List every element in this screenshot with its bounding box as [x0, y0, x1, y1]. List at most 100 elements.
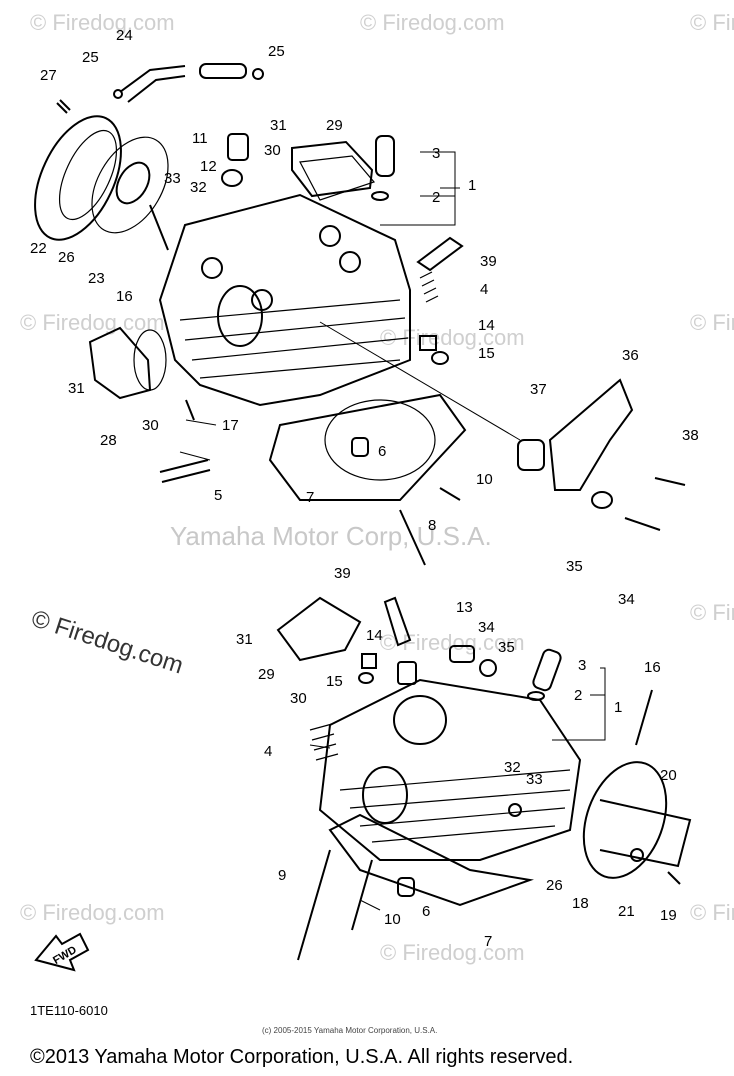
exhaust-port [362, 766, 408, 824]
bolt [630, 848, 644, 862]
side-cover [582, 761, 668, 879]
cover-bracket [599, 799, 692, 868]
callout: 11 [192, 130, 208, 147]
callout: 27 [40, 67, 57, 84]
dowel [397, 877, 415, 897]
watermark-tile: © Firedog.com [20, 310, 165, 335]
callout: 1 [614, 699, 622, 716]
oil-pipe [159, 459, 211, 483]
callout: 19 [660, 907, 677, 924]
callout: 20 [660, 767, 677, 784]
leader [359, 899, 381, 911]
stud [297, 849, 331, 961]
callout: 29 [326, 117, 343, 134]
callout: 8 [428, 517, 436, 534]
watermark-center: Yamaha Motor Corp, U.S.A. [170, 521, 492, 551]
cylinder-gasket [328, 813, 534, 907]
callout: 31 [68, 380, 85, 397]
callout: 34 [478, 619, 495, 636]
callout: 30 [264, 142, 281, 159]
fwd-label: FWD [51, 944, 79, 967]
valve-cap [291, 140, 374, 198]
watermark-tile: © Firedog.com [690, 10, 734, 35]
callout: 1 [468, 177, 476, 194]
breather-hose [119, 65, 186, 103]
callout: 28 [100, 432, 117, 449]
washer [221, 169, 243, 187]
callout: 30 [290, 690, 307, 707]
callout: 6 [378, 443, 386, 460]
top-assembly [34, 63, 686, 566]
leader [319, 321, 521, 441]
leader [309, 744, 331, 749]
watermark-tile: © Firedog.com [690, 900, 734, 925]
leader [179, 419, 217, 461]
callout: 14 [478, 317, 495, 334]
callout: 2 [574, 687, 582, 704]
callout: 35 [566, 558, 583, 575]
washer [431, 351, 449, 365]
callout: 36 [622, 347, 639, 364]
callout: 9 [278, 867, 286, 884]
watermark-tile: © Firedog.com [380, 940, 525, 965]
callout: 32 [504, 759, 521, 776]
hose-clip [252, 68, 264, 80]
callout: 3 [578, 657, 586, 674]
cylinder-head [318, 678, 582, 861]
stud [635, 689, 653, 746]
callout: 23 [88, 270, 105, 287]
watermark-tile: © Firedog.com [380, 325, 525, 350]
valve-cap [276, 596, 362, 662]
stud [399, 487, 461, 566]
watermark-tile: © Firedog.com [690, 310, 734, 335]
cooling-fins [179, 299, 409, 379]
side-cover [34, 115, 122, 241]
bolt [667, 871, 681, 885]
callout: 14 [366, 627, 383, 644]
intake-port [393, 695, 447, 745]
spring [419, 271, 439, 303]
tappet-gasket [133, 329, 167, 391]
valve-guide [375, 135, 395, 177]
nut [361, 653, 377, 669]
callout: 25 [82, 49, 99, 66]
spark-plug [416, 236, 464, 272]
dowel [351, 437, 369, 457]
hose-clip [113, 89, 123, 99]
clip [371, 191, 389, 201]
callout: 22 [30, 240, 47, 257]
plug [227, 133, 249, 161]
bolt-hole [508, 803, 522, 817]
cooling-fins [339, 769, 571, 843]
spark-plug [383, 596, 412, 647]
washer [358, 672, 374, 684]
callout: 30 [142, 417, 159, 434]
cylinder-head [158, 193, 411, 407]
bolt [654, 477, 686, 486]
callout: 15 [478, 345, 495, 362]
stud [149, 204, 169, 251]
callouts-bottom: 39 13 31 34 14 35 3 29 30 15 16 2 1 4 32… [236, 565, 677, 950]
callout: 4 [264, 743, 272, 760]
valve-guide [532, 648, 562, 692]
watermark-tile: © Firedog.com [690, 600, 734, 625]
hose-sleeve [199, 63, 247, 79]
callout: 38 [682, 427, 699, 444]
watermark-side: © Firedog.com [28, 605, 186, 679]
callout: 4 [480, 281, 488, 298]
engine-bracket [548, 378, 634, 491]
small-copyright: (c) 2005-2015 Yamaha Motor Corporation, … [262, 1026, 438, 1035]
callout: 15 [326, 673, 343, 690]
callout: 35 [498, 639, 515, 656]
bolt [624, 517, 661, 531]
washer [591, 491, 613, 509]
callout: 32 [190, 179, 207, 196]
cylinder-gasket [268, 393, 467, 501]
watermark-tile: © Firedog.com [30, 10, 175, 35]
callout: 33 [164, 170, 181, 187]
callout: 17 [222, 417, 239, 434]
head-bolt-hole [339, 251, 361, 273]
callout: 10 [384, 911, 401, 928]
diagram-code: 1TE110-6010 [30, 1003, 108, 1018]
